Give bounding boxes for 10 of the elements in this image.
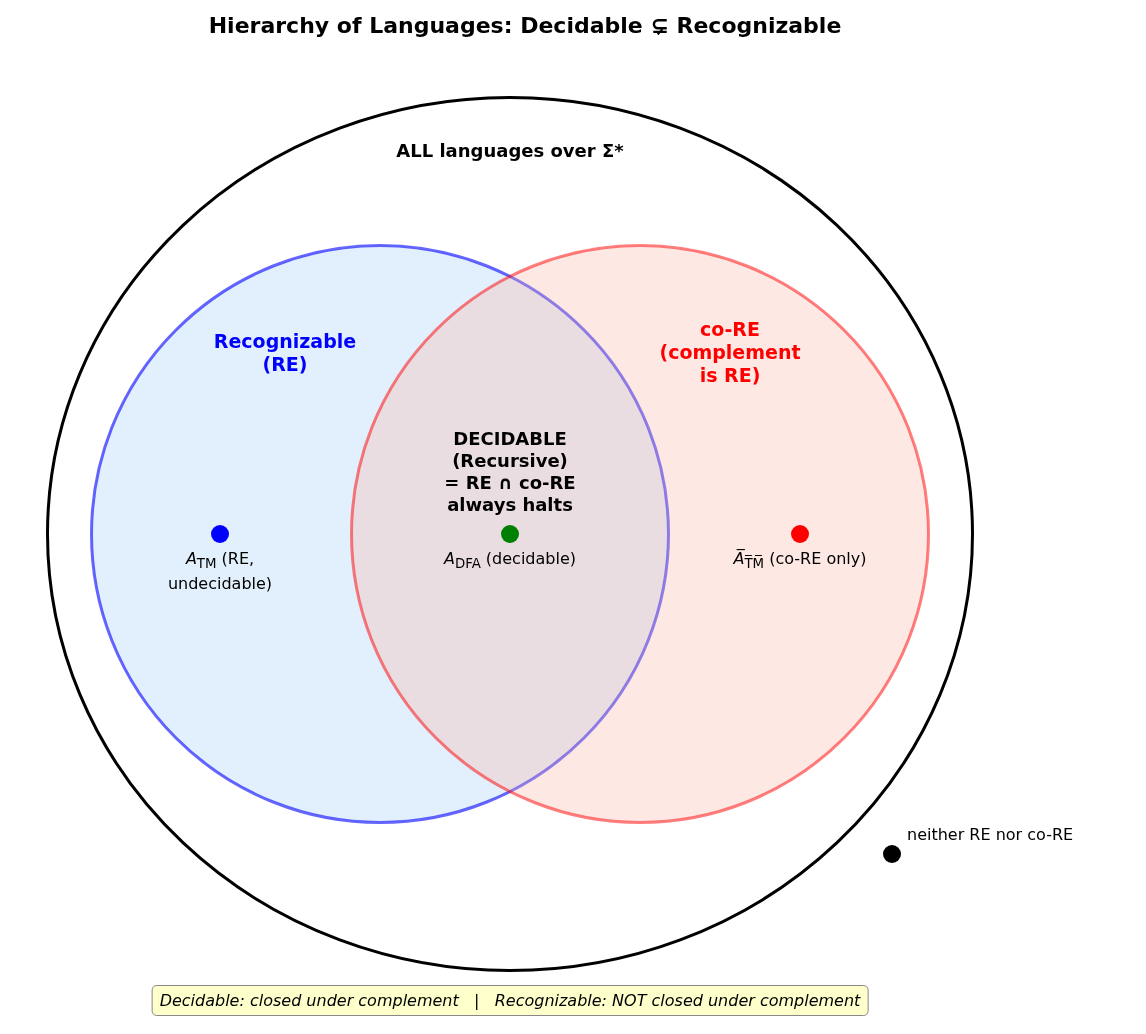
point-label: A$_{TM}$ (RE, undecidable) [166, 549, 274, 595]
point-label: neither RE nor co-RE [907, 825, 1074, 845]
set-title: co-RE (complement is RE) [658, 318, 802, 387]
note-box: Decidable: closed under complement | Recognizable: NOT closed under complement [151, 985, 869, 1016]
diagram-title: Hierarchy of Languages: Decidable ⊊ Recognizable [208, 12, 842, 40]
set-title: Recognizable (RE) [212, 330, 358, 376]
point-label: A̅$_{T̅M̅}$ (co-RE only) [732, 549, 868, 574]
region-label: DECIDABLE (Recursive) = RE ∩ co-RE always halts [443, 428, 577, 516]
set-title: ALL languages over Σ* [395, 140, 625, 162]
point-label: A$_{DFA}$ (decidable) [442, 549, 577, 574]
